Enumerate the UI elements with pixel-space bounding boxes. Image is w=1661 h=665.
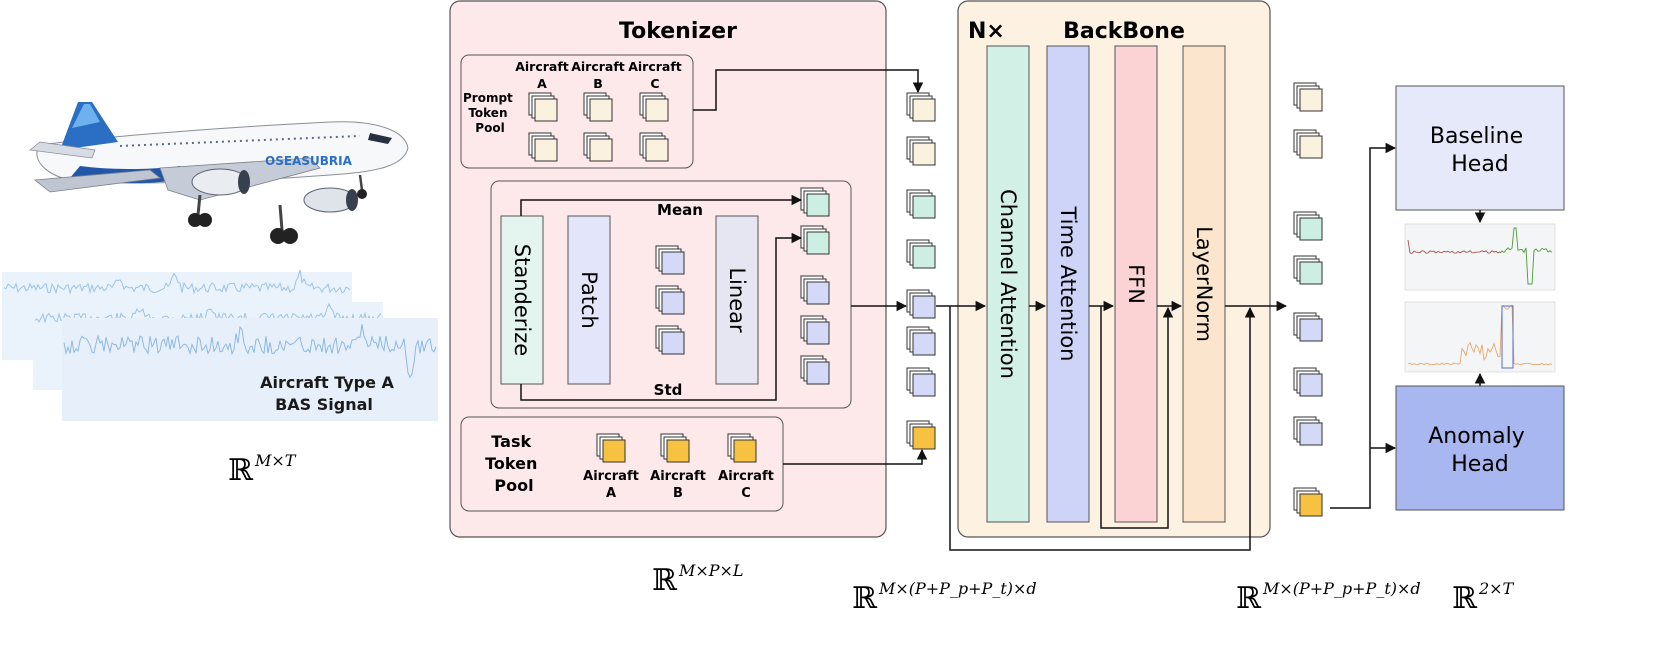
patch-token bbox=[906, 289, 936, 319]
prompt-aircraft-a-label: Aircraft bbox=[515, 59, 569, 74]
anomaly-head bbox=[1395, 385, 1565, 511]
channel-attention-block bbox=[986, 45, 1030, 523]
patch-token bbox=[1293, 312, 1323, 342]
prompt-token bbox=[528, 132, 558, 162]
task-aircraft-b-label: Aircraft bbox=[650, 469, 706, 484]
prompt-pool-title: Prompt Token Pool bbox=[463, 91, 517, 135]
prompt-token bbox=[906, 92, 936, 122]
patch-token bbox=[655, 325, 685, 355]
mean-token bbox=[906, 189, 936, 219]
task-aircraft-a-letter: A bbox=[606, 486, 616, 501]
task-aircraft-a-label: Aircraft bbox=[583, 469, 639, 484]
signal-caption-line2: BAS Signal bbox=[275, 395, 373, 414]
mean-token bbox=[800, 187, 830, 217]
baseline-head-label: Baseline Head bbox=[1430, 124, 1530, 177]
patch-token bbox=[1293, 416, 1323, 446]
std-arrow bbox=[520, 232, 803, 401]
linear-token bbox=[800, 355, 830, 385]
patch-token bbox=[655, 285, 685, 315]
time-attention-block bbox=[1046, 45, 1090, 523]
prompt-token-pool bbox=[460, 54, 694, 169]
linear-output-tokens bbox=[800, 275, 830, 385]
task-token bbox=[596, 433, 626, 463]
backbone-skip-arrow bbox=[949, 306, 1256, 551]
standerize-label: Standerize bbox=[510, 244, 534, 356]
task-token bbox=[660, 433, 690, 463]
std-token bbox=[1293, 255, 1323, 285]
mean-arrow bbox=[520, 194, 803, 216]
aircraft-livery-text: OSEASUBRIA bbox=[265, 154, 353, 168]
tokenizer-title: Tokenizer bbox=[619, 19, 737, 44]
time-attention-label: Time Attention bbox=[1056, 206, 1080, 362]
patch-token bbox=[1293, 367, 1323, 397]
baseline-head bbox=[1395, 85, 1565, 211]
ffn-block bbox=[1114, 45, 1158, 523]
task-aircraft-b-letter: B bbox=[673, 486, 683, 501]
aircraft-image bbox=[29, 102, 409, 244]
mean-token bbox=[1293, 211, 1323, 241]
task-aircraft-c-label: Aircraft bbox=[718, 469, 774, 484]
task-token bbox=[906, 420, 936, 450]
layernorm-block bbox=[1182, 45, 1226, 523]
ffn-residual-arrow bbox=[1100, 306, 1174, 529]
task-pool-title: Task Token Pool bbox=[485, 432, 543, 495]
signal-caption-line1: Aircraft Type A bbox=[260, 373, 394, 392]
prompt-aircraft-b-label: Aircraft bbox=[571, 59, 625, 74]
std-token bbox=[800, 225, 830, 255]
anomaly-head-label: Anomaly Head bbox=[1428, 424, 1532, 477]
prompt-aircraft-c-letter: C bbox=[650, 76, 659, 91]
prompt-token bbox=[528, 92, 558, 122]
task-to-sequence-arrow bbox=[783, 448, 928, 465]
prompt-token bbox=[639, 92, 669, 122]
patch-token bbox=[906, 367, 936, 397]
mean-label: Mean bbox=[657, 201, 703, 219]
linear-token bbox=[800, 275, 830, 305]
prompt-token bbox=[583, 92, 613, 122]
task-token bbox=[1293, 487, 1323, 517]
linear-token bbox=[800, 315, 830, 345]
patch-label: Patch bbox=[577, 271, 601, 329]
prompt-aircraft-labels: Aircraft A Aircraft B Aircraft C bbox=[515, 59, 682, 91]
backbone-title: BackBone bbox=[1063, 19, 1185, 44]
signal-panel-front bbox=[62, 318, 438, 421]
task-tokens bbox=[596, 433, 757, 463]
linear-label: Linear bbox=[725, 267, 749, 333]
task-token bbox=[727, 433, 757, 463]
prompt-aircraft-c-label: Aircraft bbox=[628, 59, 682, 74]
std-token bbox=[906, 239, 936, 269]
standerize-block bbox=[500, 215, 544, 385]
prompt-token bbox=[1293, 129, 1323, 159]
std-label: Std bbox=[654, 381, 683, 399]
prompt-to-sequence-arrow bbox=[693, 69, 924, 111]
patch-token bbox=[655, 245, 685, 275]
backbone-repeat: N× bbox=[968, 19, 1005, 44]
prompt-token bbox=[639, 132, 669, 162]
prompt-token bbox=[1293, 82, 1323, 112]
anomaly-output-plot bbox=[1404, 301, 1556, 373]
ffn-label: FFN bbox=[1124, 264, 1148, 304]
linear-block bbox=[715, 215, 759, 385]
prompt-token bbox=[906, 136, 936, 166]
task-aircraft-labels: Aircraft A Aircraft B Aircraft C bbox=[583, 469, 774, 501]
layernorm-label: LayerNorm bbox=[1192, 226, 1216, 342]
token-sequence bbox=[906, 92, 936, 450]
baseline-output-plot bbox=[1404, 223, 1556, 291]
patch-block bbox=[567, 215, 611, 385]
task-aircraft-c-letter: C bbox=[741, 486, 751, 501]
channel-attention-label: Channel Attention bbox=[996, 189, 1020, 379]
prompt-aircraft-b-letter: B bbox=[593, 76, 603, 91]
output-token-sequence bbox=[1293, 82, 1323, 517]
prompt-token bbox=[583, 132, 613, 162]
patched-tokens bbox=[655, 245, 685, 355]
prompt-aircraft-a-letter: A bbox=[537, 76, 547, 91]
patch-token bbox=[906, 326, 936, 356]
to-baseline-head-arrow bbox=[1330, 142, 1397, 509]
